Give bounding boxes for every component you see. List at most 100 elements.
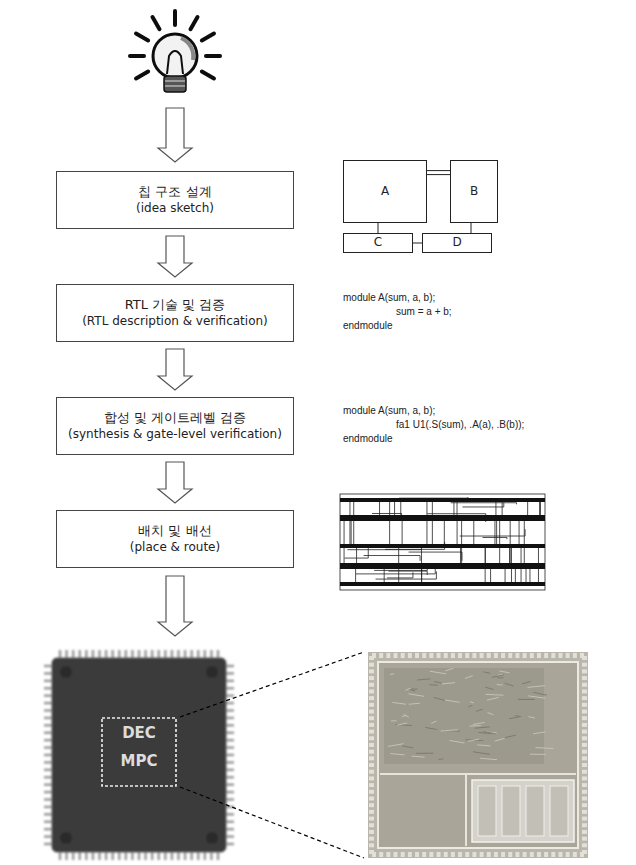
chip-pin — [226, 776, 234, 779]
logic-texture — [425, 727, 437, 729]
logic-texture — [434, 697, 445, 700]
bond-pad — [369, 790, 374, 794]
chip-pin — [59, 650, 62, 658]
bond-pad — [369, 837, 374, 841]
chip-pin — [177, 650, 180, 658]
logic-texture — [390, 754, 404, 755]
bond-pad — [582, 830, 587, 834]
route-wire — [457, 518, 458, 546]
step-subtitle: (idea sketch) — [136, 201, 214, 217]
bond-pad — [537, 852, 541, 857]
bond-pad — [369, 803, 374, 807]
route-wire — [460, 529, 525, 536]
bond-pad — [369, 770, 374, 774]
bond-pad — [582, 803, 587, 807]
route-wire — [344, 518, 345, 566]
memory-column — [502, 786, 520, 836]
chip-pin — [44, 732, 52, 735]
chip-pin — [85, 852, 88, 860]
chip-pin — [44, 769, 52, 772]
light-ray — [173, 11, 177, 25]
chip-pin — [184, 852, 187, 860]
bond-pad — [582, 683, 587, 687]
bond-pad — [508, 653, 512, 658]
memory-block — [472, 780, 574, 842]
chip-pin — [44, 806, 52, 809]
chip-pin — [118, 852, 121, 860]
chip-pin — [204, 650, 207, 658]
logic-region — [384, 668, 544, 764]
chip-pin — [44, 761, 52, 764]
logic-texture — [473, 752, 490, 755]
bond-pad — [573, 852, 577, 857]
bond-pad — [480, 653, 484, 658]
logic-texture — [527, 686, 544, 688]
bond-pad — [369, 776, 374, 780]
logic-texture — [431, 721, 436, 723]
chip-pin — [226, 746, 234, 749]
chip-pin — [44, 687, 52, 690]
bond-pad — [394, 852, 398, 857]
logic-texture — [478, 732, 491, 733]
chip-pin — [197, 650, 200, 658]
chip-pin — [164, 852, 167, 860]
chip-pin — [44, 665, 52, 668]
logic-texture — [473, 722, 485, 724]
chip-pin — [210, 852, 213, 860]
logic-texture — [485, 687, 494, 689]
logic-texture — [533, 692, 547, 695]
chip-pin — [158, 650, 161, 658]
chip-pin — [226, 739, 234, 742]
chip-pin — [131, 852, 134, 860]
route-wire — [349, 500, 350, 546]
chip-pin — [226, 665, 234, 668]
bond-pad — [582, 790, 587, 794]
bond-pad — [369, 723, 374, 727]
power-rail — [340, 498, 545, 502]
chip-pin — [190, 852, 193, 860]
bulb-thread — [165, 85, 185, 86]
chip-pin — [144, 650, 147, 658]
logic-texture — [486, 694, 504, 696]
block-label: A — [381, 184, 389, 200]
logic-texture — [484, 672, 491, 674]
chip-pin — [98, 852, 101, 860]
logic-texture — [535, 747, 553, 749]
bond-pad — [394, 653, 398, 658]
route-wire — [388, 571, 427, 575]
logic-texture — [388, 744, 404, 747]
chip-pin — [226, 828, 234, 831]
logic-texture — [408, 694, 424, 697]
bond-pad — [369, 656, 374, 660]
die-frame — [368, 652, 588, 858]
bond-pad — [582, 756, 587, 760]
bond-pad — [582, 770, 587, 774]
chip-pin — [44, 776, 52, 779]
bond-pad — [582, 689, 587, 693]
bond-pad — [415, 653, 419, 658]
chip-pin — [226, 732, 234, 735]
chip-pin — [217, 650, 220, 658]
bond-pad — [582, 676, 587, 680]
light-ray — [202, 72, 214, 79]
memory-column — [526, 786, 544, 836]
chip-pin — [105, 852, 108, 860]
bond-pad — [369, 850, 374, 854]
route-wire — [444, 518, 445, 546]
step-title: 칩 구조 설계 — [138, 184, 211, 201]
bond-pad — [369, 763, 374, 767]
logic-texture — [406, 688, 411, 690]
chip-pin — [44, 680, 52, 683]
process-box: 배치 및 배선(place & route) — [56, 510, 294, 568]
chip-marking: DEC — [122, 724, 156, 742]
chip-pin — [92, 650, 95, 658]
chip-pin — [44, 672, 52, 675]
bus-line — [465, 774, 467, 846]
code-line: endmodule — [343, 433, 392, 445]
logic-texture — [475, 727, 490, 728]
logic-texture — [480, 758, 497, 759]
logic-texture — [487, 697, 499, 700]
bond-pad — [501, 852, 505, 857]
logic-texture — [469, 725, 480, 727]
chip-pin — [44, 835, 52, 838]
